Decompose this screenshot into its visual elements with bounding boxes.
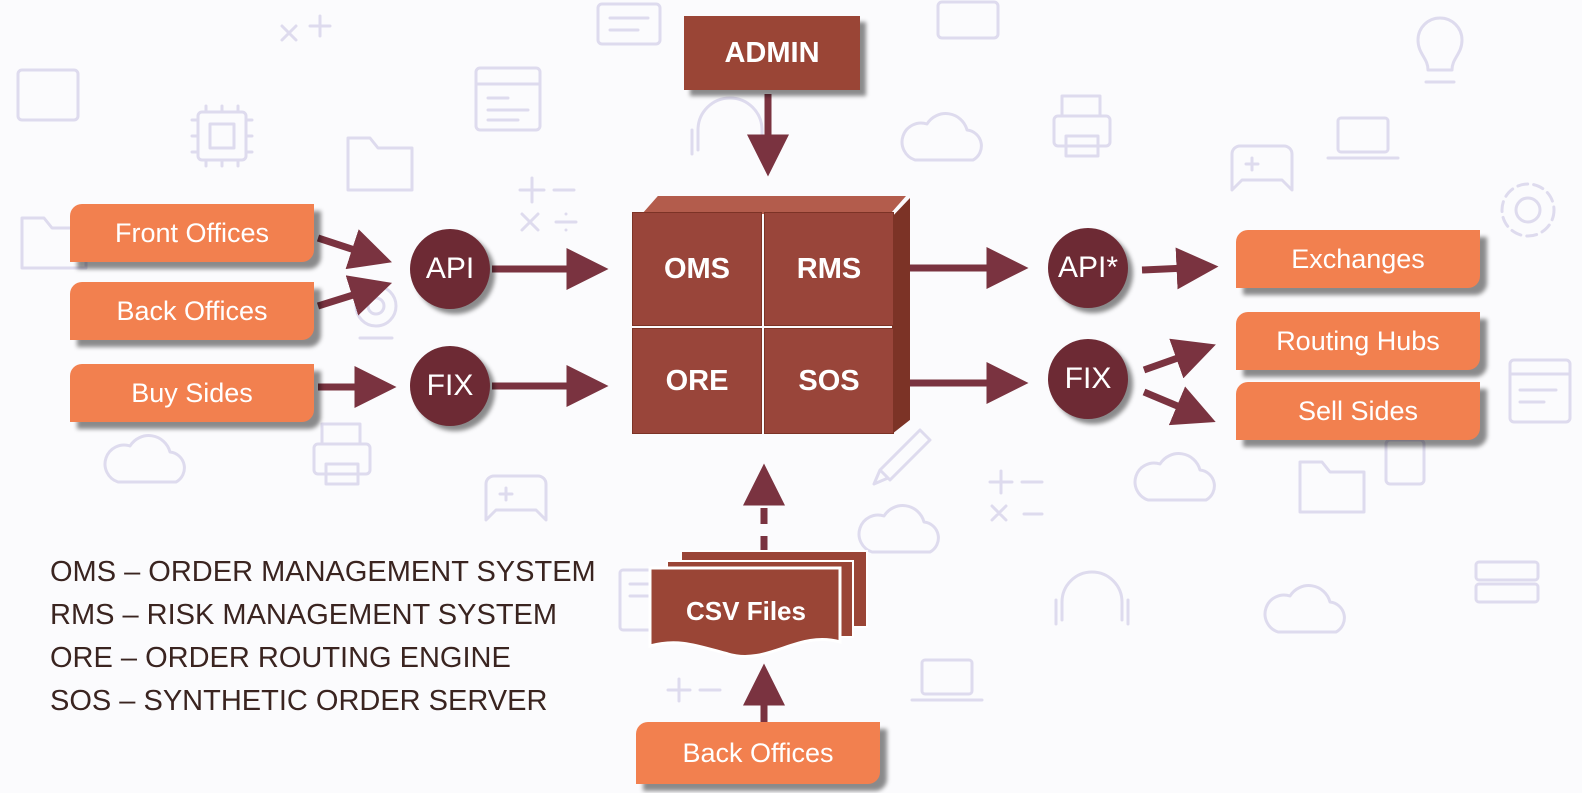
admin-label: ADMIN xyxy=(724,36,820,69)
oms-label: OMS xyxy=(663,252,731,285)
fix-out-label: FIX xyxy=(1064,362,1112,395)
back-offices-box: Back Offices xyxy=(70,282,314,340)
window-icon xyxy=(1508,358,1572,424)
arrow-fix-out-to-routing-hubs xyxy=(1142,338,1216,379)
legend-item-oms: OMS – ORDER MANAGEMENT SYSTEM xyxy=(50,556,596,588)
folder-icon xyxy=(1298,460,1366,514)
tablet-icon xyxy=(1384,438,1426,486)
bottom-back-offices-label: Back Offices xyxy=(682,737,834,768)
laptop-icon xyxy=(1326,116,1400,160)
headphones-icon xyxy=(1054,570,1130,626)
buy-sides-box: Buy Sides xyxy=(70,364,314,422)
core-cube-top xyxy=(642,196,906,214)
buy-sides-label: Buy Sides xyxy=(131,377,253,408)
admin-box: ADMIN xyxy=(684,16,860,90)
printer-icon xyxy=(312,422,372,486)
routing-hubs-label: Routing Hubs xyxy=(1276,325,1440,356)
routing-hubs-box: Routing Hubs xyxy=(1236,312,1480,370)
api-out-label: API* xyxy=(1057,251,1119,284)
window-icon xyxy=(596,2,662,46)
gear-icon xyxy=(1500,182,1556,238)
window-icon xyxy=(474,66,542,132)
folder-icon xyxy=(20,216,88,270)
sell-sides-label: Sell Sides xyxy=(1297,395,1419,426)
ore-label: ORE xyxy=(665,364,729,397)
frame-icon xyxy=(936,0,1000,40)
arrow-api-out-to-exchanges xyxy=(1141,247,1219,290)
bottom-back-offices-box: Back Offices xyxy=(636,722,880,784)
fix-in-node: FIX xyxy=(410,346,490,426)
gamepad-icon xyxy=(484,474,548,522)
printer-icon xyxy=(1052,94,1112,158)
api-in-node: API xyxy=(410,229,490,309)
arrow-front-offices-to-api xyxy=(316,229,392,270)
rms-label: RMS xyxy=(796,252,862,285)
folder-icon xyxy=(346,136,414,192)
sos-label: SOS xyxy=(798,364,860,397)
ore-block: ORE xyxy=(632,328,762,434)
laptop-icon xyxy=(910,658,984,702)
misc-icon xyxy=(280,14,332,42)
cloud-icon xyxy=(1263,584,1346,634)
oms-block: OMS xyxy=(632,212,762,326)
front-offices-box: Front Offices xyxy=(70,204,314,262)
api-in-label: API xyxy=(425,252,475,285)
back-offices-label: Back Offices xyxy=(116,295,268,326)
legend-item-rms: RMS – RISK MANAGEMENT SYSTEM xyxy=(50,599,558,631)
cloud-icon xyxy=(900,112,983,162)
arrow-fix-out-to-sell-sides xyxy=(1142,386,1216,426)
cloud-icon xyxy=(857,504,940,554)
gamepad-icon xyxy=(1230,144,1294,192)
frame-icon xyxy=(16,68,80,122)
math-icon xyxy=(988,469,1044,522)
csv-files-label: CSV Files xyxy=(686,596,806,626)
rms-block: RMS xyxy=(764,212,894,326)
arrow-back-offices-to-api xyxy=(316,275,393,316)
legend-item-ore: ORE – ORDER ROUTING ENGINE xyxy=(50,642,511,674)
fix-in-label: FIX xyxy=(426,369,474,402)
front-offices-label: Front Offices xyxy=(114,217,270,248)
lamp-icon xyxy=(1416,16,1464,84)
api-out-node: API* xyxy=(1048,228,1128,308)
chip-icon xyxy=(190,104,254,168)
math-icon xyxy=(518,176,578,232)
cloud-icon xyxy=(103,434,186,484)
sell-sides-box: Sell Sides xyxy=(1236,382,1480,440)
math-icon xyxy=(666,677,722,703)
exchanges-label: Exchanges xyxy=(1291,243,1425,274)
csv-file-sheet-front xyxy=(648,566,842,658)
rocket-icon xyxy=(872,428,932,486)
exchanges-box: Exchanges xyxy=(1236,230,1480,288)
core-cube-side xyxy=(892,198,910,434)
server-icon xyxy=(1474,560,1540,604)
fix-out-node: FIX xyxy=(1048,339,1128,419)
acronym-legend: OMS – ORDER MANAGEMENT SYSTEM RMS – RISK… xyxy=(50,551,596,723)
legend-item-sos: SOS – SYNTHETIC ORDER SERVER xyxy=(50,685,548,717)
sos-block: SOS xyxy=(764,328,894,434)
cloud-icon xyxy=(1133,452,1216,502)
